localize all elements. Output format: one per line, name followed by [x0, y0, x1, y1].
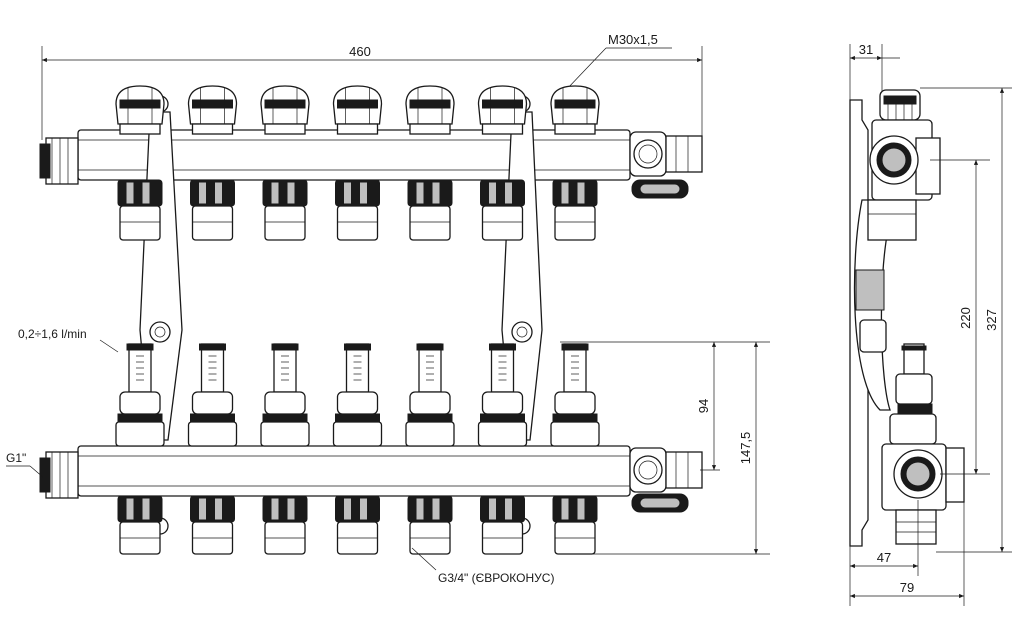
- dim-31-label: 31: [859, 42, 873, 57]
- side-bracket-clip: [855, 269, 885, 311]
- front-view: 460 M30x1,5: [6, 32, 770, 585]
- outlet-fitting: [552, 495, 598, 555]
- outlet-fitting: [262, 179, 308, 241]
- dim-47-label: 47: [877, 550, 891, 565]
- dimension-31: 31: [849, 42, 900, 110]
- inlet-thread-label: G1": [6, 451, 26, 465]
- valve-head: [260, 85, 310, 135]
- dim-327-label: 327: [984, 309, 999, 331]
- top-valve-heads: [115, 85, 600, 135]
- outlet-fitting: [262, 495, 308, 555]
- bottom-outlet-fittings: [117, 495, 598, 555]
- outlet-fitting: [117, 495, 163, 555]
- inlet-thread-callout: G1": [6, 451, 45, 479]
- outlet-thread-callout: G3/4" (ЄВРОКОНУС): [411, 547, 554, 585]
- outlet-fitting: [552, 179, 598, 241]
- outlet-fitting: [117, 179, 163, 241]
- flow-meter: [405, 343, 455, 447]
- valve-head: [187, 85, 238, 135]
- dimension-327: 327: [920, 87, 1012, 553]
- outlet-fitting: [407, 179, 453, 241]
- flow-meter: [550, 343, 600, 447]
- flow-meter: [260, 343, 310, 447]
- side-bracket-pad: [859, 319, 887, 353]
- dim-79-label: 79: [900, 580, 914, 595]
- thread-vent-callout: M30x1,5: [565, 32, 672, 91]
- dimension-220: 220: [930, 159, 990, 475]
- outlet-fitting: [190, 495, 235, 555]
- dimension-94: 94: [560, 341, 770, 471]
- dim-460-label: 460: [349, 44, 371, 59]
- flow-meter: [187, 343, 238, 447]
- flow-range-label: 0,2÷1,6 l/min: [18, 327, 87, 341]
- valve-head: [405, 85, 455, 135]
- dimension-total-width: 460: [41, 44, 703, 140]
- valve-head: [332, 85, 383, 135]
- thread-vent-label: M30x1,5: [608, 32, 658, 47]
- dimension-147: 147,5: [580, 342, 770, 555]
- outlet-thread-label: G3/4" (ЄВРОКОНУС): [438, 571, 554, 585]
- dim-220-label: 220: [958, 307, 973, 329]
- flow-range-callout: 0,2÷1,6 l/min: [18, 327, 119, 353]
- flow-meters: [115, 343, 600, 447]
- dim-94-label: 94: [696, 399, 711, 413]
- dim-147-label: 147,5: [738, 432, 753, 465]
- outlet-fitting: [480, 495, 525, 555]
- outlet-fitting: [407, 495, 453, 555]
- side-view: 31: [849, 42, 1012, 606]
- top-manifold-bar: [39, 129, 703, 199]
- flow-meter: [115, 343, 165, 447]
- outlet-fitting: [335, 495, 380, 555]
- side-lower-valve: [881, 343, 965, 545]
- valve-head: [477, 85, 528, 135]
- outlet-fitting: [190, 179, 235, 241]
- top-outlet-fittings: [117, 179, 598, 241]
- side-upper-valve: [867, 89, 941, 241]
- valve-head: [550, 85, 600, 135]
- outlet-fitting: [480, 179, 525, 241]
- valve-head: [115, 85, 165, 135]
- outlet-fitting: [335, 179, 380, 241]
- flow-meter: [477, 343, 528, 447]
- flow-meter: [332, 343, 383, 447]
- bottom-manifold-bar: [39, 445, 703, 513]
- dimension-79: 79: [850, 500, 965, 606]
